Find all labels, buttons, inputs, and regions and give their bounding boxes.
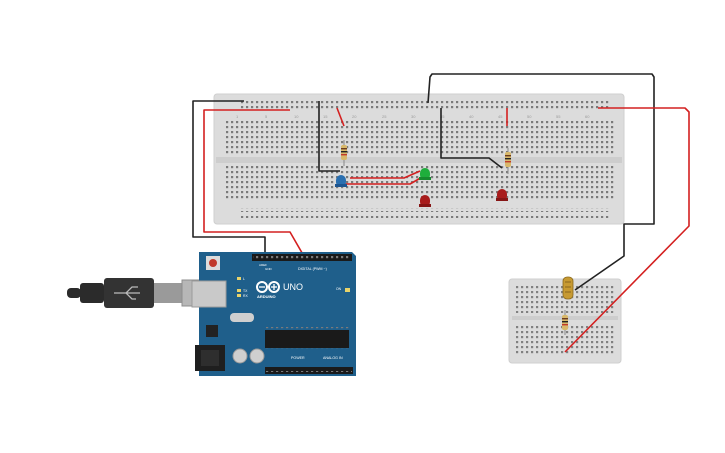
brand-text: ARDUINO (257, 294, 276, 299)
model-text: UNO (283, 282, 303, 292)
col-number: 35 (440, 114, 445, 119)
resistor-1[interactable] (341, 140, 347, 166)
col-number: 55 (556, 114, 561, 119)
atmega-chip (265, 327, 349, 351)
aref-label: AREF (259, 263, 267, 267)
on-label: ON (336, 287, 342, 291)
resistor-3[interactable] (562, 310, 568, 335)
photoresistor[interactable] (562, 276, 574, 300)
wire-black-long[interactable] (427, 73, 655, 291)
l-led-label: L (243, 277, 245, 281)
main-breadboard[interactable]: 1 5 10 15 20 25 30 35 40 45 50 55 60 (213, 93, 625, 225)
col-number: 25 (382, 114, 387, 119)
led-green[interactable] (419, 168, 431, 180)
digital-header-label: DIGITAL (PWM ~) (298, 267, 327, 271)
led-red-2[interactable] (496, 189, 508, 201)
arduino-logo-icon (256, 281, 280, 293)
gnd-label: GND (265, 267, 273, 271)
wires (192, 73, 690, 353)
led-red-1[interactable] (419, 195, 431, 207)
usb-icon (114, 286, 140, 300)
wire-black-mid[interactable] (440, 108, 503, 169)
resistors (341, 140, 568, 335)
tx-label: TX (243, 289, 248, 293)
col-number: 1 (236, 114, 239, 119)
usb-port (191, 280, 227, 308)
wire-red-jumper-1[interactable] (336, 107, 345, 127)
col-number: 40 (469, 114, 474, 119)
wire-black-gnd[interactable] (192, 100, 266, 258)
wire-red-long[interactable] (564, 107, 690, 353)
col-number: 5 (265, 114, 268, 119)
small-breadboard[interactable] (508, 278, 622, 364)
resistor-2[interactable] (505, 148, 511, 174)
col-number: 60 (585, 114, 590, 119)
analog-header-label: ANALOG IN (323, 356, 343, 360)
reset-button[interactable] (206, 256, 220, 270)
wire-red-5v[interactable] (203, 109, 306, 259)
col-number: 50 (527, 114, 532, 119)
arduino-uno[interactable]: UNO ARDUINO DIGITAL (PWM ~) POWER ANALOG… (191, 252, 356, 376)
col-number: 15 (323, 114, 328, 119)
leds (335, 168, 508, 207)
power-header-label: POWER (291, 356, 305, 360)
wire-black-led[interactable] (318, 101, 340, 172)
col-number: 45 (498, 114, 503, 119)
led-blue[interactable] (335, 175, 347, 187)
rx-label: RX (243, 294, 248, 298)
wire-red-led-2[interactable] (350, 170, 421, 179)
col-number: 20 (352, 114, 357, 119)
col-number: 10 (294, 114, 299, 119)
col-number: 30 (411, 114, 416, 119)
